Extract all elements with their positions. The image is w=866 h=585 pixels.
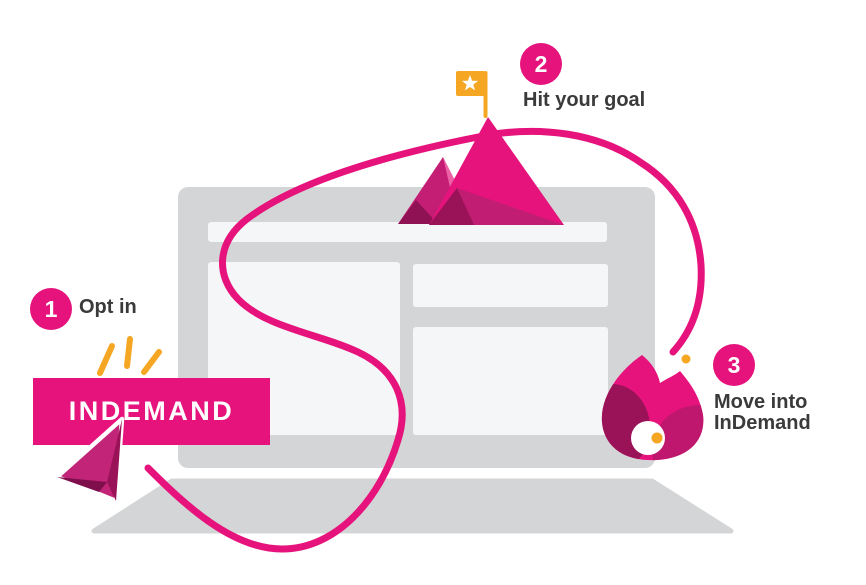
sparkle-ray-left xyxy=(97,343,115,376)
wireframe-right-bar xyxy=(413,264,608,307)
step-3-label: Move into InDemand xyxy=(714,392,811,434)
big-mountain-shadow xyxy=(429,188,474,225)
step-3-label-line1: Move into xyxy=(714,391,808,413)
cursor-fold-dark xyxy=(107,419,122,501)
step-1-label: Opt in xyxy=(79,296,137,318)
flame-shadow-left xyxy=(601,384,650,461)
star-icon xyxy=(461,75,479,91)
spark-dot xyxy=(681,354,691,364)
indemand-button[interactable]: INDEMAND xyxy=(33,378,270,445)
step-2-label: Hit your goal xyxy=(523,89,646,111)
laptop-icon xyxy=(91,187,734,534)
sparkle-rays-icon xyxy=(97,336,162,376)
step-3-badge: 3 xyxy=(713,344,755,386)
cursor-arrow-icon xyxy=(54,416,125,504)
mountain-peaks-icon xyxy=(398,117,564,225)
journey-path-line xyxy=(144,127,705,553)
flame-cutout xyxy=(631,421,665,455)
wireframe-right-panel xyxy=(413,327,608,435)
laptop-base xyxy=(91,478,734,534)
step-1-badge: 1 xyxy=(30,288,72,330)
small-mountain-shadow xyxy=(398,200,438,224)
sparkle-ray-right xyxy=(141,349,162,375)
flame-orange-dot xyxy=(651,432,663,444)
sparkle-ray-middle xyxy=(124,336,133,369)
step-3-label-line2: InDemand xyxy=(714,412,811,434)
cursor-fold-darkest xyxy=(57,477,107,492)
wireframe-header-bar xyxy=(208,222,607,242)
step-2-badge: 2 xyxy=(520,43,562,85)
flag-star-icon xyxy=(456,71,488,118)
